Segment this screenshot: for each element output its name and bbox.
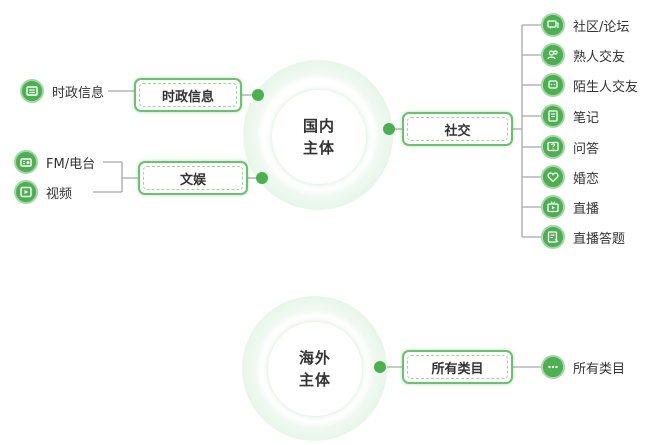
domestic-core-line2: 主体 — [302, 139, 335, 157]
overseas-connector-dot — [374, 361, 386, 373]
node-entertainment: 文娱 — [138, 161, 248, 195]
domestic-core: 国内 主体 — [272, 90, 366, 184]
overseas-core-line1: 海外 — [298, 349, 331, 367]
politics-connector-dot — [252, 89, 264, 101]
node-politics-label: 时政信息 — [139, 83, 237, 107]
leaf-all-categories: 所有类目 — [573, 362, 626, 377]
users-icon — [541, 43, 565, 67]
leaf-video: 视频 — [46, 187, 73, 202]
leaf-qa: 问答 — [573, 142, 600, 157]
node-social-label: 社交 — [407, 117, 508, 141]
social-connector-dot — [383, 123, 395, 135]
play-icon — [14, 180, 38, 204]
domestic-core-line1: 国内 — [302, 117, 335, 135]
leaf-stranger: 陌生人交友 — [573, 80, 639, 95]
overseas-core-line2: 主体 — [298, 371, 331, 389]
entertainment-connector-dot — [256, 172, 268, 184]
overseas-core: 海外 主体 — [268, 322, 362, 416]
node-entertainment-label: 文娱 — [143, 166, 243, 190]
live-tv-icon — [541, 195, 565, 219]
quiz-icon — [541, 225, 565, 249]
more-dots-icon — [541, 355, 565, 379]
leaf-community: 社区/论坛 — [573, 20, 630, 35]
leaf-politics: 时政信息 — [52, 86, 105, 101]
node-all-categories-label: 所有类目 — [407, 355, 508, 379]
leaf-notes: 笔记 — [573, 111, 600, 126]
leaf-fm-radio: FM/电台 — [46, 157, 96, 172]
leaf-live: 直播 — [573, 202, 600, 217]
node-social: 社交 — [402, 112, 513, 146]
node-all-categories: 所有类目 — [402, 350, 513, 384]
leaf-acquaintance: 熟人交友 — [573, 50, 626, 65]
leaf-dating: 婚恋 — [573, 172, 600, 187]
message-icon — [541, 73, 565, 97]
question-icon — [541, 135, 565, 159]
chat-bubbles-icon — [541, 13, 565, 37]
note-icon — [541, 104, 565, 128]
leaf-live-quiz: 直播答题 — [573, 232, 626, 247]
node-politics: 时政信息 — [134, 78, 242, 112]
news-card-icon — [20, 79, 44, 103]
radio-icon — [14, 150, 38, 174]
heart-icon — [541, 165, 565, 189]
